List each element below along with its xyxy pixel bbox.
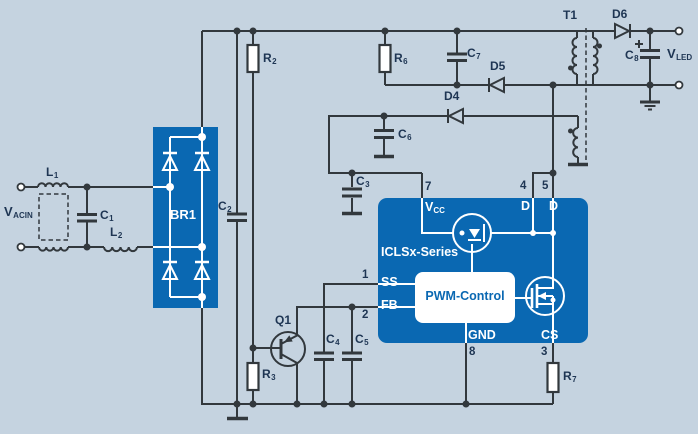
- phase-dot-secondary: [597, 43, 602, 49]
- label-c4: C4: [326, 332, 340, 347]
- label-r6: R6: [394, 51, 408, 66]
- pin-number-cs: 3: [541, 346, 548, 358]
- label-c6: C6: [398, 127, 412, 142]
- power-mosfet: [525, 276, 565, 316]
- inductor-l2: [103, 246, 138, 253]
- output-terminal-minus: [674, 80, 684, 90]
- coupling-box: [38, 193, 69, 241]
- drain-node: [532, 85, 557, 198]
- ss-fb-network: [296, 283, 378, 404]
- label-d4: D4: [444, 89, 460, 103]
- inductor-l1: [37, 182, 69, 188]
- label-c5: C5: [355, 332, 369, 347]
- bulk-and-bias: [227, 31, 281, 404]
- phase-dot-aux: [568, 128, 573, 134]
- bridge-diode: [161, 262, 179, 280]
- resistor-r3: [246, 361, 260, 392]
- label-vled: VLED: [667, 46, 693, 62]
- ic-label-d-left: D: [521, 199, 531, 213]
- diode-d5: [487, 76, 505, 94]
- label-d6: D6: [612, 7, 628, 21]
- vcc-supply: [328, 107, 578, 216]
- transistor-q1: [270, 307, 306, 404]
- label-r7: R7: [563, 369, 577, 384]
- plus-sign: [635, 40, 643, 48]
- ic-label-d-right: D: [549, 199, 559, 213]
- capacitor-c5: [342, 351, 362, 361]
- label-c3: C3: [356, 174, 370, 189]
- ic-internals: [378, 198, 565, 343]
- label-d5: D5: [490, 59, 506, 73]
- pnp-arrow: [284, 335, 293, 343]
- inductor-cm-choke: [38, 246, 69, 252]
- br1-internals: [153, 127, 211, 308]
- resistor-r2: [246, 43, 260, 74]
- mosfet-arrow: [538, 292, 546, 300]
- pin-number-ss: 1: [362, 269, 369, 281]
- pin-number-vcc: 7: [425, 181, 432, 193]
- label-r2: R2: [263, 51, 277, 66]
- pwm-control-label: PWM-Control: [425, 289, 505, 303]
- pin-number-d-left: 4: [520, 180, 527, 192]
- phase-dot-primary: [568, 65, 573, 71]
- diode-d6: [614, 22, 632, 40]
- resistor-r6: [378, 43, 392, 74]
- output-stage: [614, 22, 684, 111]
- pin-number-fb: 2: [362, 309, 369, 321]
- ic-series-name: ICLSx-Series: [381, 245, 459, 259]
- bridge-diode: [193, 153, 211, 171]
- primary-winding: [571, 37, 578, 75]
- input-filter: [16, 182, 153, 253]
- label-r3: R3: [262, 367, 276, 382]
- label-c1: C1: [100, 208, 114, 223]
- ic-label-cs: CS: [541, 328, 559, 342]
- ic-label-gnd: GND: [468, 328, 496, 342]
- pin-number-gnd: 8: [469, 346, 476, 358]
- aux-winding: [572, 127, 579, 158]
- label-c2: C2: [218, 199, 232, 214]
- bridge-diode: [193, 262, 211, 280]
- label-c7: C7: [467, 46, 481, 61]
- ss-wire: [323, 283, 378, 352]
- output-terminal-plus: [674, 26, 684, 36]
- pin-number-d-right: 5: [542, 180, 549, 192]
- label-q1: Q1: [275, 313, 292, 327]
- earth-ground: [644, 105, 656, 111]
- ic-label-vcc: VCC: [425, 200, 445, 215]
- diode-d4: [446, 107, 464, 125]
- input-terminal-top: [16, 182, 26, 192]
- capacitor-c4: [314, 351, 334, 361]
- transformer-t1: [568, 28, 602, 167]
- ic-label-fb: FB: [381, 298, 398, 312]
- input-terminal-bottom: [16, 242, 26, 252]
- label-vacin: VACIN: [4, 204, 33, 220]
- label-t1: T1: [563, 8, 578, 22]
- resistor-r7: [546, 361, 560, 394]
- bridge-diode: [161, 153, 179, 171]
- label-c8: C8: [625, 48, 639, 63]
- label-l1: L1: [46, 165, 59, 180]
- label-l2: L2: [110, 225, 123, 240]
- ic-label-ss: SS: [381, 275, 398, 289]
- secondary-winding: [592, 37, 599, 75]
- pwm-control-box: [415, 272, 515, 323]
- label-br1: BR1: [170, 207, 197, 222]
- gnd-cs-network: [465, 343, 560, 404]
